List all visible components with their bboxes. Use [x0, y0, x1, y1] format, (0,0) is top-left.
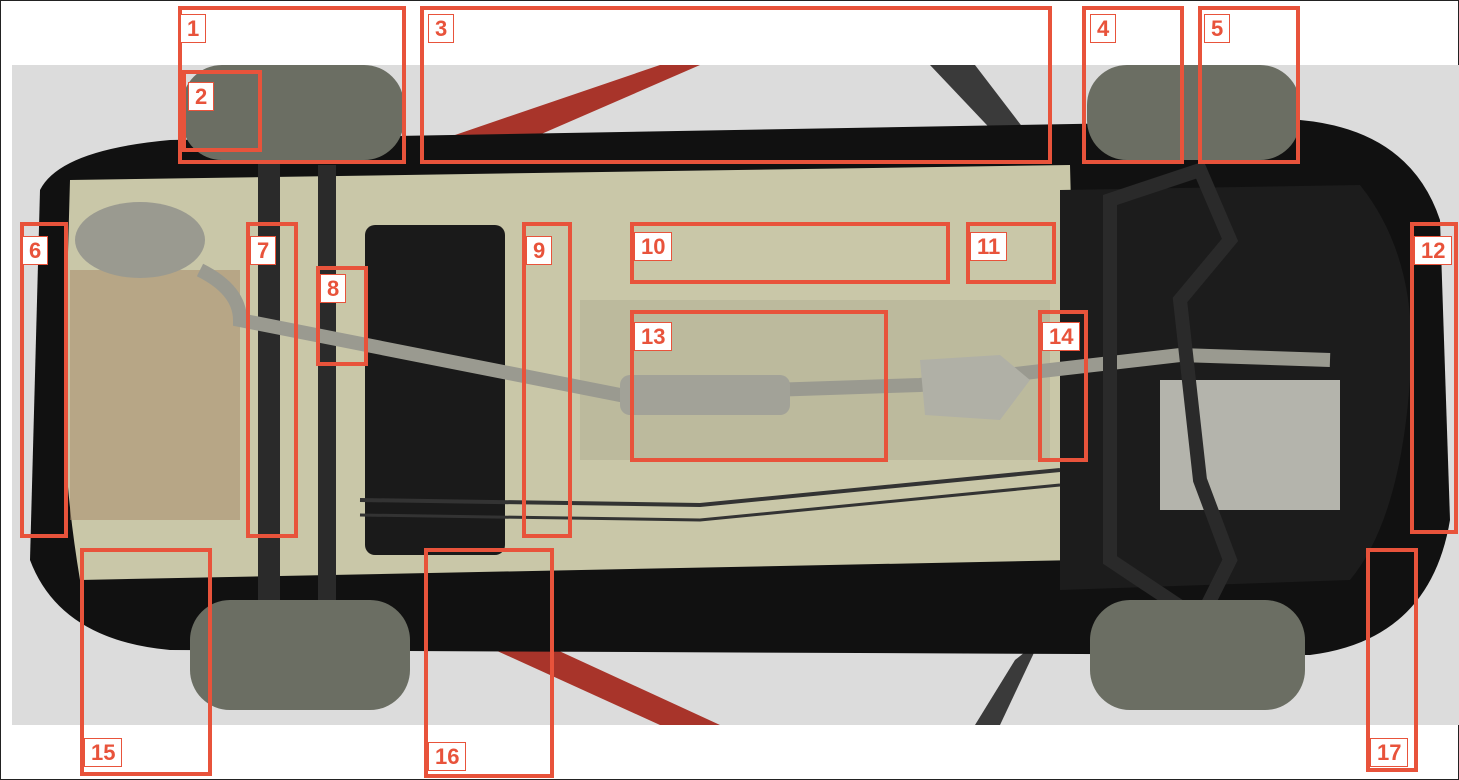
- lift-arm-bottom-right: [975, 640, 1040, 725]
- callout-box-10: [630, 222, 950, 284]
- callout-number-5: 5: [1204, 14, 1231, 43]
- catalytic-converter: [920, 355, 1030, 420]
- callout-box-1: [178, 6, 406, 164]
- callout-box-3: [420, 6, 1052, 164]
- callout-number-15: 15: [84, 738, 123, 767]
- callout-number-12: 12: [1414, 236, 1453, 265]
- rear-crossmember: [258, 160, 280, 640]
- fuel-tank: [365, 225, 505, 555]
- callout-number-7: 7: [250, 236, 277, 265]
- front-subframe: [1103, 161, 1239, 631]
- fuel-brake-lines: [359, 468, 1061, 508]
- callout-box-7: [246, 222, 298, 538]
- rear-beam: [318, 165, 336, 635]
- callout-number-10: 10: [634, 232, 673, 261]
- callout-number-9: 9: [526, 236, 553, 265]
- callout-number-4: 4: [1090, 14, 1117, 43]
- callout-box-17: [1366, 548, 1418, 772]
- wheel-rear-top: [182, 65, 404, 160]
- callout-number-3: 3: [428, 14, 455, 43]
- callout-number-17: 17: [1370, 738, 1409, 767]
- callout-box-12: [1410, 222, 1458, 534]
- callout-box-8: [316, 266, 368, 366]
- callout-box-15: [80, 548, 212, 776]
- callout-box-16: [424, 548, 554, 778]
- callout-number-11: 11: [970, 232, 1008, 261]
- callout-box-9: [522, 222, 572, 538]
- callout-box-13: [630, 310, 888, 462]
- callout-box-5: [1198, 6, 1300, 164]
- callout-number-1: 1: [180, 14, 207, 43]
- wheel-front-top: [1087, 65, 1300, 160]
- callout-box-2: [182, 70, 262, 152]
- wheel-rear-bottom: [190, 600, 410, 710]
- callout-box-11: [966, 222, 1056, 284]
- callout-number-14: 14: [1042, 322, 1081, 351]
- muffler: [75, 202, 205, 278]
- wheel-front-bottom: [1090, 600, 1305, 710]
- fuel-brake-lines-2: [359, 483, 1061, 522]
- callout-number-8: 8: [320, 274, 347, 303]
- callout-box-4: [1082, 6, 1184, 164]
- callout-number-13: 13: [634, 322, 673, 351]
- wheels: [182, 65, 1305, 710]
- callout-box-6: [20, 222, 68, 538]
- resonator: [620, 375, 790, 415]
- callout-number-2: 2: [188, 82, 215, 111]
- callout-number-6: 6: [22, 236, 49, 265]
- rear-floor-section: [70, 270, 240, 520]
- callout-number-16: 16: [428, 742, 467, 771]
- callout-box-14: [1038, 310, 1088, 462]
